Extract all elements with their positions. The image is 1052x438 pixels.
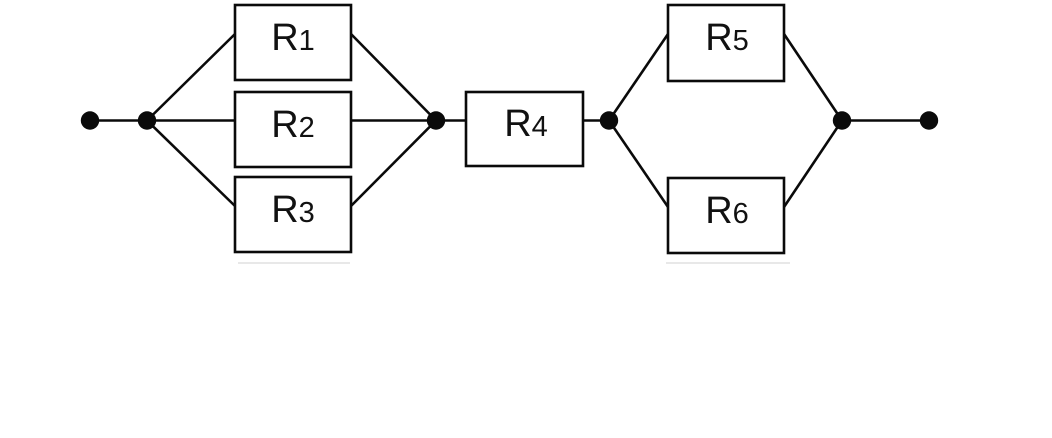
junction-node-3 [599,111,619,130]
wire-node3-to-r6 [607,119,670,208]
junction-node-1 [137,111,157,130]
wire-r5-to-node4 [782,33,844,122]
wire-r3-to-node2 [350,119,437,207]
wires [90,33,929,208]
wire-node1-to-r1 [146,33,236,122]
resistor-labels: R1 R2 R3 R4 R5 R6 [271,17,749,232]
nodes [80,111,939,130]
resistor-box-r5 [666,3,786,83]
right-terminal-dot [919,111,939,130]
resistor-box-r1 [233,3,353,82]
resistor-box-r3 [233,175,353,254]
junction-node-2 [426,111,446,130]
wire-r1-to-node2 [350,33,437,122]
resistor-label-r6: R6 [705,190,749,232]
wire-r6-to-node4 [782,119,844,208]
resistor-label-r3: R3 [271,189,315,231]
resistor-box-r2 [233,90,353,169]
resistor-boxes [233,3,786,255]
junction-node-4 [832,111,852,130]
wire-node1-to-r3 [146,119,236,207]
left-terminal-dot [80,111,100,130]
resistor-label-r4: R4 [504,103,548,145]
resistor-box-r6 [666,176,786,255]
resistor-label-r2: R2 [271,104,315,146]
wire-node3-to-r5 [607,33,670,122]
resistor-box-r4 [464,90,585,168]
resistor-label-r5: R5 [705,17,749,59]
resistor-label-r1: R1 [271,17,315,59]
